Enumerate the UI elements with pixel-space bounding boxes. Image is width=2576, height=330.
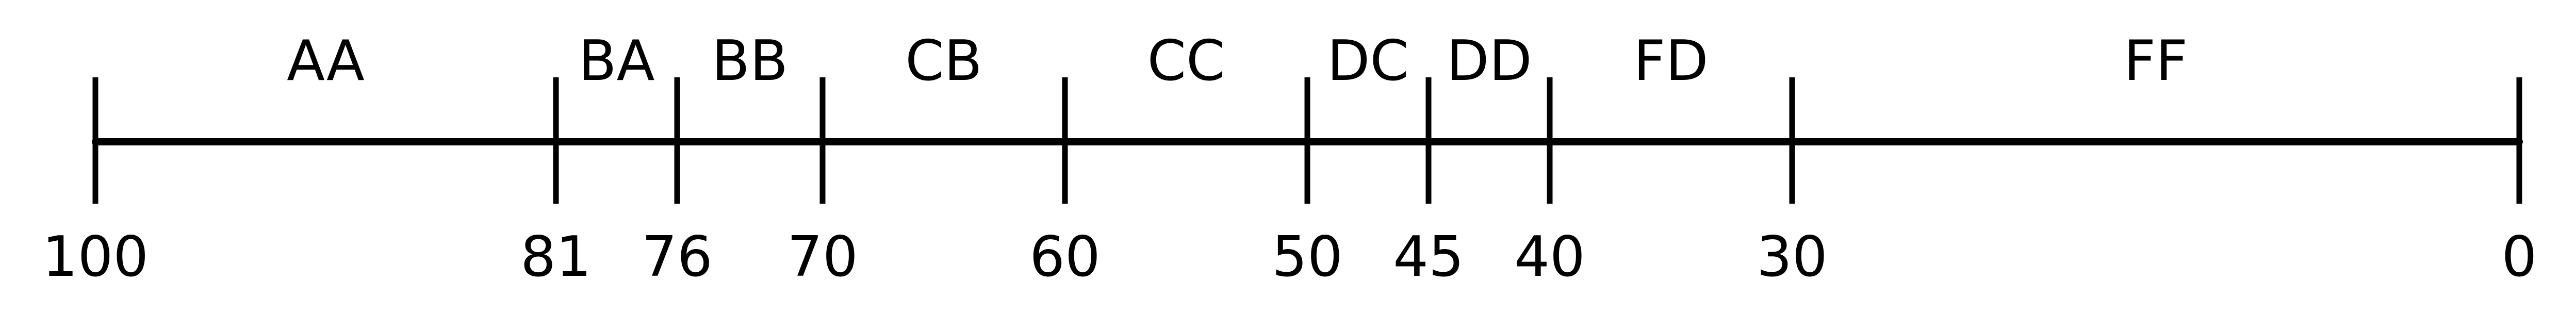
band-label-ff: FF — [2124, 29, 2188, 93]
band-labels: AA BA BB CB CC DC DD FD FF — [287, 29, 2188, 93]
tick-label-30: 30 — [1757, 225, 1827, 289]
tick-label-0: 0 — [2502, 225, 2537, 289]
tick-label-76: 76 — [642, 225, 712, 289]
tick-label-81: 81 — [520, 225, 591, 289]
tick-label-40: 40 — [1514, 225, 1585, 289]
band-label-ba: BA — [579, 29, 655, 93]
tick-label-60: 60 — [1029, 225, 1100, 289]
tick-labels: 100 81 76 70 60 50 45 40 30 0 — [42, 225, 2537, 289]
band-label-dc: DC — [1327, 29, 1409, 93]
band-label-cc: CC — [1147, 29, 1225, 93]
band-label-aa: AA — [287, 29, 365, 93]
band-label-dd: DD — [1446, 29, 1532, 93]
tick-label-45: 45 — [1393, 225, 1464, 289]
tick-label-50: 50 — [1272, 225, 1342, 289]
tick-marks — [92, 77, 2522, 204]
band-label-bb: BB — [712, 29, 788, 93]
tick-label-100: 100 — [42, 225, 149, 289]
band-label-cb: CB — [905, 29, 982, 93]
band-label-fd: FD — [1633, 29, 1708, 93]
tick-label-70: 70 — [787, 225, 858, 289]
